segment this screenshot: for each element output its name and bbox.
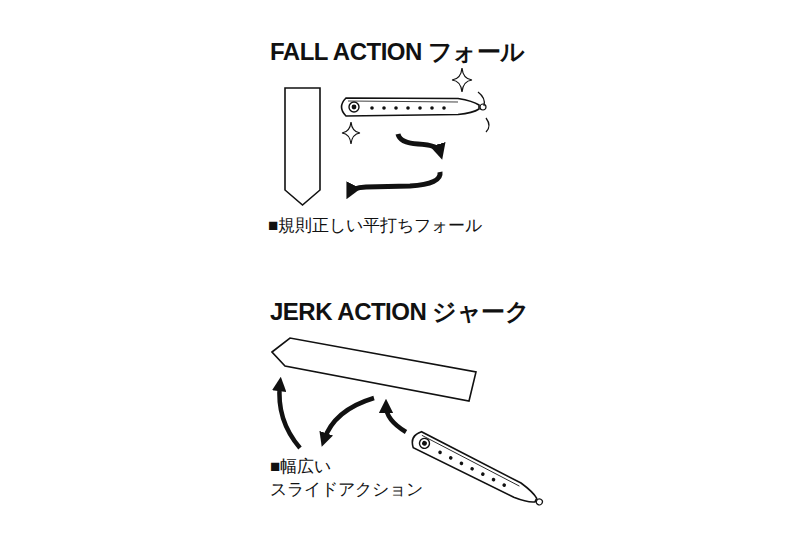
caption-note: ■規則正しい平打ちフォール bbox=[268, 215, 482, 238]
section-heading: FALL ACTION フォール bbox=[270, 36, 525, 68]
jerk-path-shape bbox=[272, 338, 476, 401]
sparkle bbox=[452, 68, 472, 92]
caption-note: ■幅広い スライドアクション bbox=[270, 456, 445, 502]
fall-path-shape bbox=[285, 88, 320, 205]
jerk-arrow bbox=[324, 398, 374, 440]
lure bbox=[342, 98, 487, 116]
section-heading: JERK ACTION ジャーク bbox=[270, 296, 529, 328]
fall-arrow bbox=[398, 134, 440, 152]
fall-arrow bbox=[350, 172, 440, 192]
lure bbox=[409, 430, 546, 512]
motion-line bbox=[478, 92, 484, 106]
sparkle bbox=[342, 122, 360, 144]
jerk-arrow bbox=[279, 384, 300, 448]
jerk-arrow bbox=[386, 406, 406, 432]
motion-line bbox=[486, 118, 489, 132]
